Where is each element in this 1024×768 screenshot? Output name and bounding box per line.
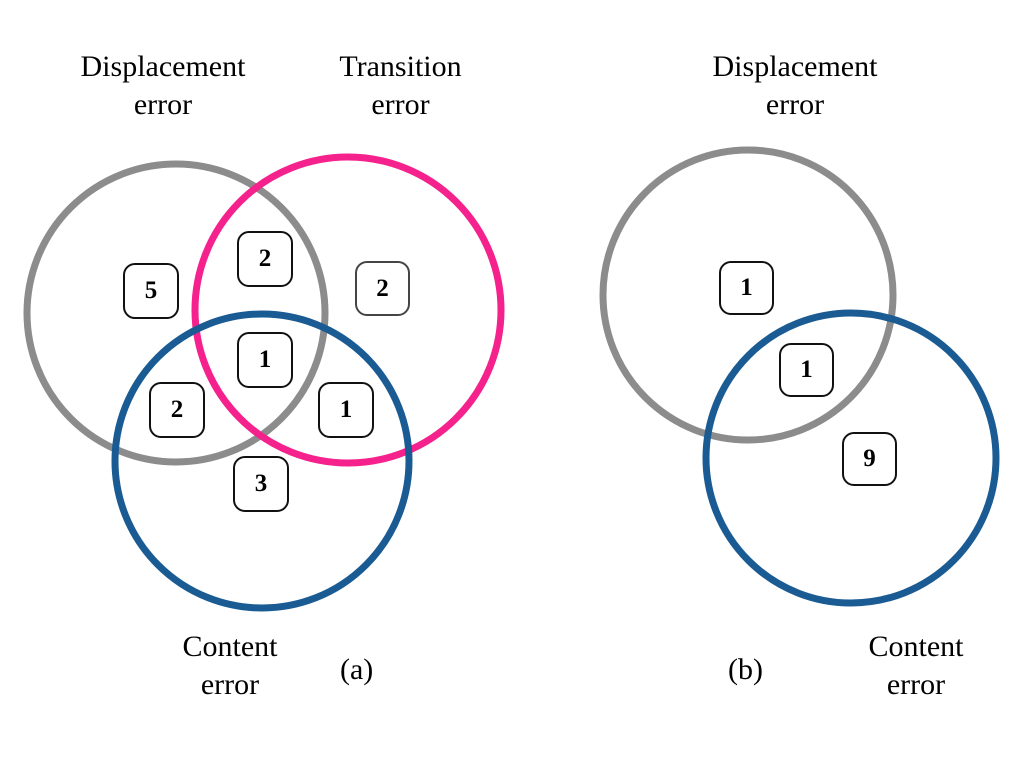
panel-a-count-displacement-only: 5 [123, 263, 179, 319]
panel-a-label-transition-line1: Transition [339, 50, 462, 83]
panel-b-label-displacement-line1: Displacement [712, 50, 878, 83]
panel-a-label-transition-line2: error [371, 88, 430, 122]
panel-a-label-content-line2: error [200, 668, 260, 702]
panel-a-label-displacement-line1: Displacement [80, 50, 246, 83]
panel-a-label-transition: Transition error [313, 48, 488, 125]
panel-a-count-displacement-content: 2 [149, 382, 205, 438]
panel-b-caption: (b) [728, 653, 763, 686]
panel-b-label-content-line1: Content [868, 630, 964, 663]
panel-a-count-transition-only: 2 [355, 261, 410, 316]
panel-a-label-content-line1: Content [182, 630, 278, 663]
panel-b-count-displacement-only: 1 [719, 261, 774, 315]
panel-a-caption: (a) [340, 653, 374, 686]
panel-a-count-content-only: 3 [233, 456, 289, 512]
panel-a-count-all-three: 1 [237, 332, 293, 388]
panel-b-count-content-only: 9 [842, 432, 897, 486]
panel-a-label-displacement-line2: error [133, 88, 193, 122]
panel-b-label-displacement-line2: error [765, 88, 825, 122]
panel-a-label-displacement: Displacement error [48, 48, 278, 125]
panel-b-count-displacement-content: 1 [779, 343, 834, 397]
panel-a-count-transition-content: 1 [318, 382, 374, 438]
panel-b-label-displacement: Displacement error [680, 48, 910, 125]
panel-a-count-displacement-transition: 2 [237, 231, 293, 287]
panel-b-label-content-line2: error [886, 668, 946, 702]
panel-a-label-content: Content error [140, 628, 320, 705]
panel-b-label-content: Content error [826, 628, 1006, 705]
